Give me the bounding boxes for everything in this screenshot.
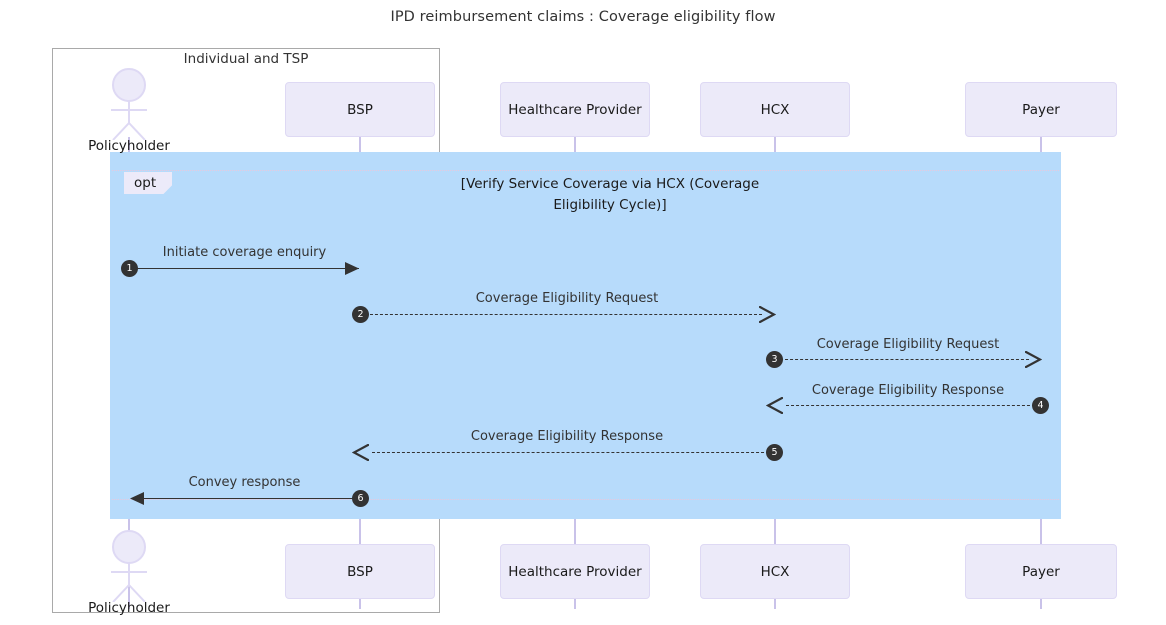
participant-hcx-top[interactable]: HCX [700, 82, 850, 137]
participant-bsp-bottom[interactable]: BSP [285, 544, 435, 599]
participant-payer-top[interactable]: Payer [965, 82, 1117, 137]
message-label-5: Coverage Eligibility Response [470, 429, 664, 444]
page-title: IPD reimbursement claims : Coverage elig… [390, 9, 776, 25]
actor-icon-policyholder-top [99, 68, 159, 140]
message-badge-1: 1 [121, 260, 138, 277]
participant-hcx-bottom[interactable]: HCX [700, 544, 850, 599]
participant-bsp-top[interactable]: BSP [285, 82, 435, 137]
message-label-1: Initiate coverage enquiry [162, 245, 327, 260]
message-badge-4: 4 [1032, 397, 1049, 414]
participant-payer-bottom[interactable]: Payer [965, 544, 1117, 599]
arrow-head-open-5 [351, 443, 370, 465]
message-line-6 [143, 498, 359, 499]
opt-fragment-block [110, 152, 1061, 519]
group-box-label: Individual and TSP [183, 51, 309, 67]
arrow-head-open-4 [765, 396, 784, 418]
participant-healthcare-provider-bottom[interactable]: Healthcare Provider [500, 544, 650, 599]
arrow-head-filled-6 [129, 491, 144, 510]
message-label-4: Coverage Eligibility Response [811, 383, 1005, 398]
actor-icon-policyholder-bottom [99, 530, 159, 602]
arrow-head-open-2 [758, 305, 777, 327]
message-badge-2: 2 [352, 306, 369, 323]
message-line-3 [775, 359, 1029, 360]
message-label-3: Coverage Eligibility Request [816, 337, 1000, 352]
opt-fragment-condition: [Verify Service Coverage via HCX (Covera… [430, 174, 790, 216]
message-line-4 [786, 405, 1040, 406]
arrow-head-filled-1 [345, 261, 360, 280]
message-label-2: Coverage Eligibility Request [475, 291, 659, 306]
participant-healthcare-provider-top[interactable]: Healthcare Provider [500, 82, 650, 137]
arrow-head-open-3 [1024, 350, 1043, 372]
message-badge-6: 6 [352, 490, 369, 507]
message-line-2 [360, 314, 762, 315]
message-label-6: Convey response [188, 475, 301, 490]
message-line-5 [372, 452, 774, 453]
actor-label-policyholder-bottom: Policyholder [88, 600, 170, 616]
message-badge-3: 3 [766, 351, 783, 368]
opt-condition-line-2: Eligibility Cycle)] [553, 197, 667, 213]
opt-condition-line-1: [Verify Service Coverage via HCX (Covera… [460, 176, 760, 192]
message-line-1 [129, 268, 359, 269]
message-badge-5: 5 [766, 444, 783, 461]
actor-label-policyholder-top: Policyholder [88, 138, 170, 154]
opt-fragment-tag: opt [124, 172, 173, 194]
